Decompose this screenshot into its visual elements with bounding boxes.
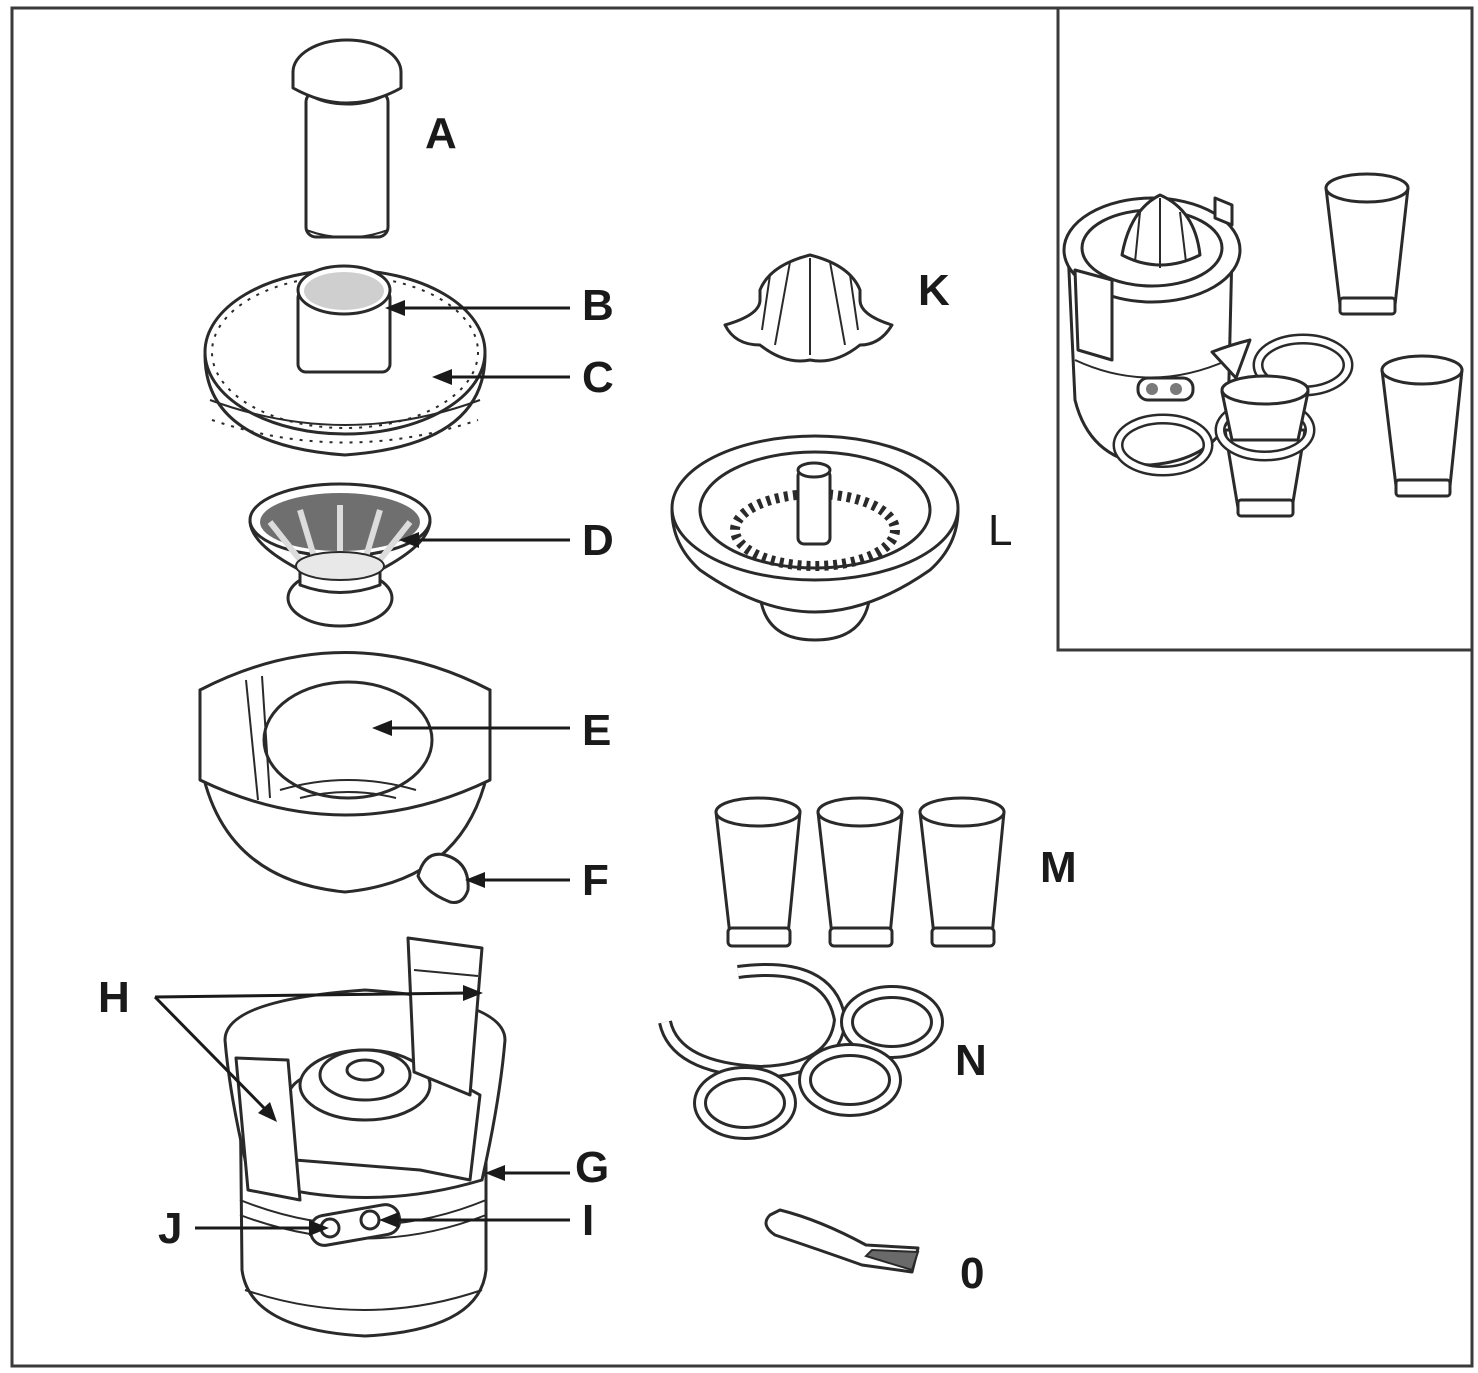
label-g: G [575, 1143, 609, 1192]
part-f-spout [416, 852, 470, 904]
arrow-j [195, 1220, 329, 1236]
part-a-pusher [291, 38, 403, 239]
label-c: C [582, 353, 614, 402]
arrow-d [399, 532, 570, 548]
inset-assembled-view [1062, 172, 1464, 518]
part-n-rings [658, 963, 944, 1140]
arrow-c [432, 369, 570, 385]
label-i: I [582, 1196, 594, 1245]
label-n: N [955, 1036, 987, 1085]
part-g-motor-base [223, 936, 507, 1338]
cup-2 [816, 796, 904, 948]
part-e-collector [198, 651, 492, 894]
part-k-citrus-cone [723, 253, 894, 363]
part-labels: A B C D E F G H I J K L M N 0 [98, 109, 1077, 1298]
arrow-i [379, 1212, 570, 1228]
outer-frame [10, 6, 1474, 1368]
inset-frame [1056, 6, 1474, 652]
part-o-brush [764, 1208, 920, 1274]
arrow-f [465, 872, 570, 888]
cup-3 [918, 796, 1006, 948]
label-o: 0 [960, 1249, 984, 1298]
label-j: J [158, 1204, 182, 1253]
label-a: A [425, 109, 457, 158]
label-l: L [988, 506, 1012, 555]
leader-arrows [153, 300, 570, 1236]
cup-1 [714, 796, 802, 948]
arrow-b [385, 300, 570, 316]
part-l-reamer-base [670, 434, 960, 642]
label-d: D [582, 516, 614, 565]
arrow-h [153, 985, 483, 1122]
label-e: E [582, 706, 611, 755]
part-d-filter [248, 482, 432, 628]
label-b: B [582, 281, 614, 330]
arrow-e [372, 720, 570, 736]
label-k: K [918, 266, 950, 315]
part-m-cups [714, 796, 1006, 948]
part-b-feed-tube [296, 264, 392, 374]
label-h: H [98, 973, 130, 1022]
arrow-g [485, 1165, 570, 1181]
label-f: F [582, 856, 609, 905]
label-m: M [1040, 843, 1077, 892]
